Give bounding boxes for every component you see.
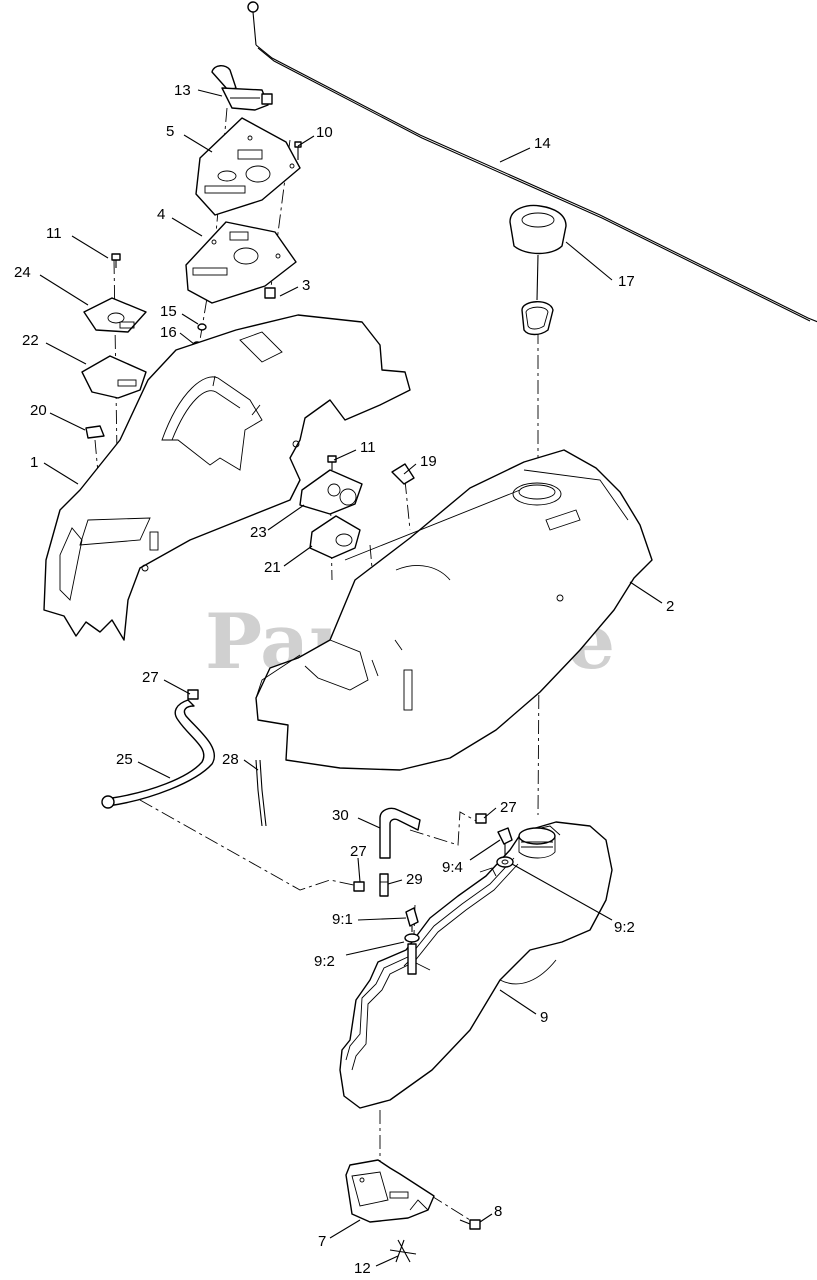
callout-16: 16 [160,324,177,341]
callout-15: 15 [160,303,177,320]
part-27-clamp-left [187,689,199,700]
callout-19: 19 [420,453,437,470]
part-15-washer [197,323,207,331]
part-9-fuel-line [407,943,417,975]
callout-28: 28 [222,751,239,768]
part-27-nut-middle [353,881,365,892]
callout-3: 3 [302,277,310,294]
callout-14: 14 [534,135,551,152]
callout-labels: 13 5 10 14 4 11 24 17 3 15 16 22 20 11 1… [14,82,674,1277]
part-24-decal [83,297,147,333]
callout-20: 20 [30,402,47,419]
callout-25: 25 [116,751,133,768]
part-4-plate [185,221,297,304]
leader-lines [39,89,663,1267]
part-3-clip [264,287,276,299]
callout-27-left: 27 [142,669,159,686]
part-13-lever [211,65,273,111]
part-5-plate [195,117,301,216]
callout-9-2-right: 9:2 [614,919,635,936]
callout-10: 10 [316,124,333,141]
callout-11-upper: 11 [46,225,62,242]
callout-5: 5 [166,123,174,140]
callout-23: 23 [250,524,267,541]
callout-11-middle: 11 [360,439,376,456]
part-9-fuel-tank [339,821,613,1109]
part-2-right-fender [255,449,653,771]
part-7-bracket [345,1159,435,1223]
callout-1: 1 [30,454,38,471]
callout-17: 17 [618,273,635,290]
callout-12: 12 [354,1260,371,1277]
callout-29: 29 [406,871,423,888]
part-14-rod [247,1,817,323]
part-20-cap [85,425,105,439]
callout-2: 2 [666,598,674,615]
part-23-plate [299,469,363,515]
part-21-gasket [309,515,361,559]
part-28-cable-tie [255,759,267,827]
part-19-cap [391,463,415,485]
callout-9-1: 9:1 [332,911,353,928]
part-1-left-fender [43,314,411,641]
part-22-decal [81,355,147,399]
part-9-4-fitting [497,827,513,856]
part-8-bolt [459,1219,481,1230]
callout-27-right: 27 [500,799,517,816]
callout-27-middle: 27 [350,843,367,860]
part-25-hose [101,699,215,809]
part-17-fuel-cap [509,204,567,336]
callout-7: 7 [318,1233,326,1250]
callout-21: 21 [264,559,281,576]
part-11-screw-middle [327,455,337,470]
part-11-screw-upper [111,253,121,268]
callout-13: 13 [174,82,191,99]
part-9-2-grommet-left [404,933,420,943]
part-27-nut-upper [475,813,487,824]
callout-9: 9 [540,1009,548,1026]
callout-24: 24 [14,264,31,281]
part-9-1-fitting [405,907,419,932]
part-30-hose [379,807,421,859]
callout-9-2-left: 9:2 [314,953,335,970]
callout-30: 30 [332,807,349,824]
callout-22: 22 [22,332,39,349]
part-9-2-grommet-right [496,856,514,868]
part-12-clip [389,1239,417,1263]
callout-8: 8 [494,1203,502,1220]
part-29-fitting [379,873,389,897]
callout-9-4: 9:4 [442,859,463,876]
callout-4: 4 [157,206,165,223]
